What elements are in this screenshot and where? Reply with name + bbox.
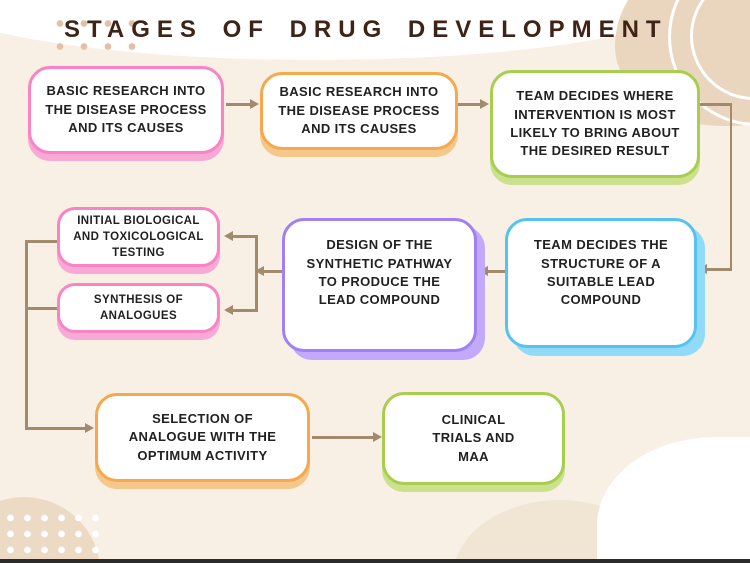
- arrowhead-left-icon: [224, 231, 233, 241]
- connector-line: [312, 436, 375, 439]
- connector-line: [263, 270, 282, 273]
- connector-line: [226, 103, 252, 106]
- connector-line: [487, 270, 505, 273]
- connector-line: [255, 235, 258, 312]
- decor-bottom-edge-strip: [0, 559, 750, 563]
- connector-line: [232, 309, 257, 312]
- flow-box-label: DESIGN OF THE SYNTHETIC PATHWAY TO PRODU…: [306, 237, 453, 308]
- connector-line: [458, 103, 482, 106]
- connector-line: [25, 427, 87, 430]
- flow-box-design-synthetic-pathway: DESIGN OF THE SYNTHETIC PATHWAY TO PRODU…: [282, 218, 477, 352]
- arrowhead-left-icon: [698, 264, 707, 274]
- flow-box-label: CLINICAL TRIALS AND MAA: [432, 411, 515, 464]
- decor-dot-grid-top-left: [48, 12, 148, 58]
- decor-dot-grid-bottom-left: [2, 510, 106, 562]
- arrowhead-right-icon: [85, 423, 94, 433]
- arrowhead-right-icon: [250, 99, 259, 109]
- flow-box-label: BASIC RESEARCH INTO THE DISEASE PROCESS …: [45, 83, 207, 136]
- flow-box-team-intervention: TEAM DECIDES WHERE INTERVENTION IS MOST …: [490, 70, 700, 178]
- flow-box-clinical-trials: CLINICAL TRIALS AND MAA: [382, 392, 565, 485]
- decor-white-blob-bottom-right: [597, 437, 750, 563]
- flow-box-team-lead-structure: TEAM DECIDES THE STRUCTURE OF A SUITABLE…: [505, 218, 697, 348]
- arrowhead-left-icon: [479, 266, 488, 276]
- connector-line: [25, 240, 28, 429]
- flow-box-label: TEAM DECIDES WHERE INTERVENTION IS MOST …: [510, 88, 680, 159]
- arrowhead-right-icon: [373, 432, 382, 442]
- connector-line: [706, 268, 732, 271]
- flow-box-label: TEAM DECIDES THE STRUCTURE OF A SUITABLE…: [533, 237, 669, 308]
- connector-line: [232, 235, 257, 238]
- connector-line: [729, 103, 732, 270]
- connector-line: [25, 240, 57, 243]
- connector-line: [700, 103, 732, 106]
- flow-box-label: SELECTION OF ANALOGUE WITH THE OPTIMUM A…: [128, 410, 277, 463]
- flow-box-basic-research-1: BASIC RESEARCH INTO THE DISEASE PROCESS …: [28, 66, 224, 154]
- flow-box-label: BASIC RESEARCH INTO THE DISEASE PROCESS …: [278, 84, 440, 137]
- arrowhead-left-icon: [255, 266, 264, 276]
- connector-line: [25, 307, 57, 310]
- flow-box-synthesis-analogues: SYNTHESIS OF ANALOGUES: [57, 283, 220, 333]
- flow-box-initial-testing: INITIAL BIOLOGICAL AND TOXICOLOGICAL TES…: [57, 207, 220, 267]
- flow-box-label: INITIAL BIOLOGICAL AND TOXICOLOGICAL TES…: [73, 214, 204, 260]
- flow-box-selection-analogue: SELECTION OF ANALOGUE WITH THE OPTIMUM A…: [95, 393, 310, 482]
- arrowhead-left-icon: [224, 305, 233, 315]
- arrowhead-right-icon: [480, 99, 489, 109]
- page-title: STAGES OF DRUG DEVELOPMENT: [64, 16, 668, 43]
- flow-box-label: SYNTHESIS OF ANALOGUES: [93, 293, 184, 322]
- flow-box-basic-research-2: BASIC RESEARCH INTO THE DISEASE PROCESS …: [260, 72, 458, 150]
